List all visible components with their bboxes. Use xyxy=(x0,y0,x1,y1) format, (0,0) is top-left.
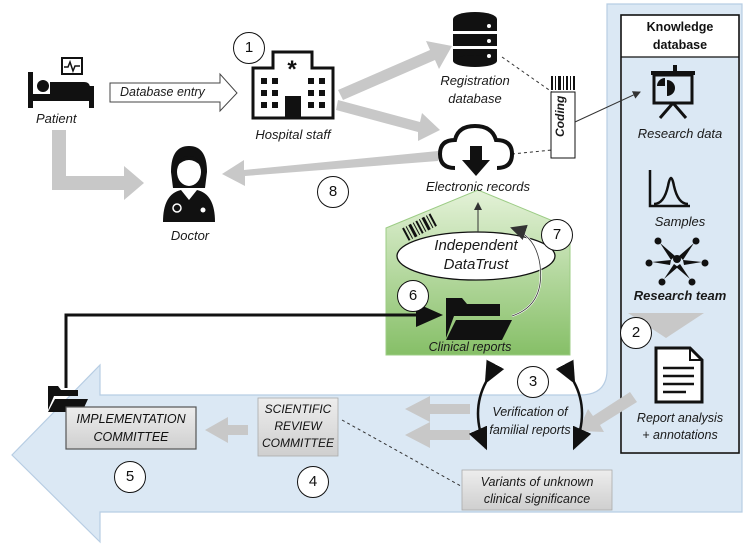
step-2-marker: 2 xyxy=(620,317,652,349)
coding-arrow xyxy=(574,91,641,123)
step-6-marker: 6 xyxy=(397,280,429,312)
implementation-committee-label: IMPLEMENTATION COMMITTEE xyxy=(66,410,196,446)
step-1-marker: 1 xyxy=(233,32,265,64)
kb-title-line-2: database xyxy=(652,38,708,52)
scientific-review-label: SCIENTIFIC REVIEW COMMITTEE xyxy=(258,401,338,452)
variants-label: Variants of unknown clinical significanc… xyxy=(462,474,612,508)
barcode-icon xyxy=(551,76,575,90)
patient-label: Patient xyxy=(36,111,77,126)
bell-curve-icon xyxy=(648,170,690,208)
report-analysis-label: Report analysis + annotations xyxy=(622,410,738,444)
database-entry-arrow xyxy=(109,72,238,113)
implementation-line-1: IMPLEMENTATION xyxy=(76,412,186,426)
dashed-connectors xyxy=(341,56,553,491)
research-team-icon xyxy=(645,237,709,286)
coding-label: Coding xyxy=(553,95,567,137)
implementation-line-2: COMMITTEE xyxy=(93,430,169,444)
electronic-records-label: Electronic records xyxy=(425,179,531,194)
registration-line-1: Registration xyxy=(440,73,510,88)
database-entry-label: Database entry xyxy=(120,85,205,99)
variants-line-2: clinical significance xyxy=(483,492,591,506)
implementation-to-reports-arrow xyxy=(64,303,443,388)
presentation-chart-icon xyxy=(651,65,695,119)
registration-line-2: database xyxy=(448,91,502,106)
gray-flow-arrows xyxy=(52,41,704,448)
doctor-label: Doctor xyxy=(170,228,210,243)
samples-label: Samples xyxy=(654,214,706,229)
datatrust-ellipse xyxy=(396,231,556,281)
knowledge-database-title: Knowledge database xyxy=(622,18,738,54)
variants-line-1: Variants of unknown xyxy=(480,475,594,489)
cloud-download-icon xyxy=(437,123,515,176)
step-8-marker: 8 xyxy=(317,176,349,208)
datatrust-barcode-icon xyxy=(402,213,437,241)
variants-box xyxy=(461,469,613,511)
research-team-label: Research team xyxy=(633,288,727,303)
research-data-label: Research data xyxy=(637,126,723,141)
coding-box xyxy=(550,91,576,159)
datatrust-line-2: DataTrust xyxy=(443,256,509,273)
kb-title-line-1: Knowledge xyxy=(646,20,714,34)
step-4-marker: 4 xyxy=(297,466,329,498)
report-analysis-line-1: Report analysis xyxy=(636,411,724,425)
hospital-icon: * xyxy=(251,50,335,120)
clinical-reports-folder-icon xyxy=(446,298,512,340)
database-icon xyxy=(453,12,497,67)
step-5-marker: 5 xyxy=(114,461,146,493)
scientific-line-1: SCIENTIFIC xyxy=(264,402,332,416)
datatrust-line-1: Independent xyxy=(434,237,518,254)
scientific-review-box xyxy=(257,397,339,457)
registration-database-label: Registration database xyxy=(425,72,525,108)
report-analysis-line-2: + annotations xyxy=(642,428,718,442)
scientific-line-3: COMMITTEE xyxy=(262,436,334,450)
clinical-reports-label: Clinical reports xyxy=(428,340,512,354)
verification-line-2: familial reports xyxy=(489,423,571,437)
step-3-marker: 3 xyxy=(517,366,549,398)
verification-label: Verification of familial reports xyxy=(478,403,582,439)
patient-bed-icon xyxy=(28,57,94,108)
hospital-staff-label: Hospital staff xyxy=(255,127,331,142)
implementation-committee-box xyxy=(65,406,197,450)
svg-text:*: * xyxy=(287,56,297,83)
report-document-icon xyxy=(654,346,704,404)
step-7-marker: 7 xyxy=(541,219,573,251)
scientific-line-2: REVIEW xyxy=(274,419,322,433)
verification-brackets xyxy=(468,359,592,451)
doctor-icon xyxy=(163,146,215,222)
datatrust-label: Independent DataTrust xyxy=(410,236,542,274)
verification-line-1: Verification of xyxy=(492,405,568,419)
